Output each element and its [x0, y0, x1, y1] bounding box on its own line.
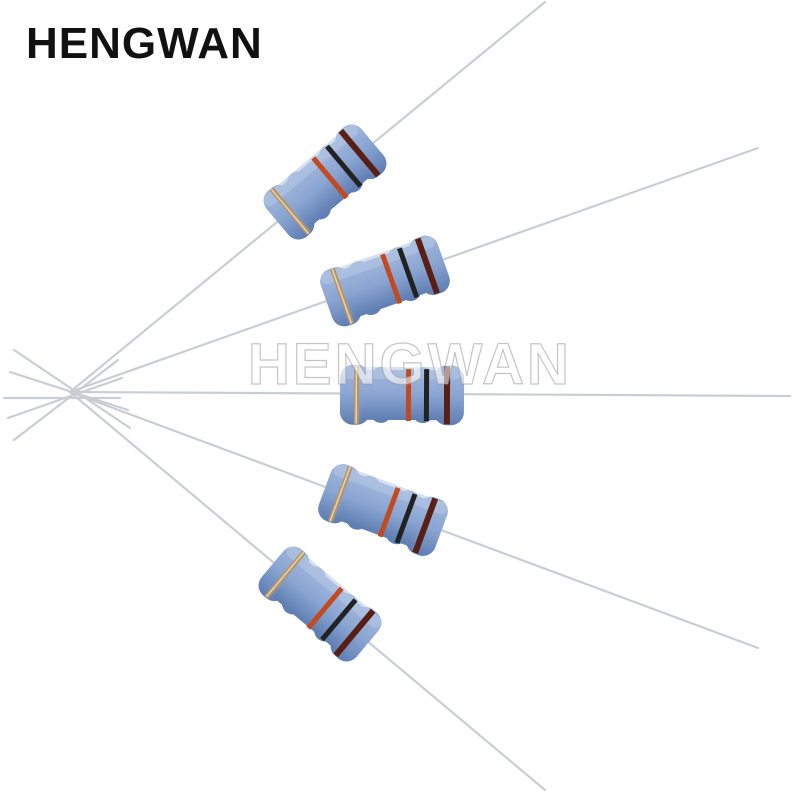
brand-logo: HENGWAN: [26, 19, 263, 68]
resistor-4: [314, 460, 452, 560]
resistor-5: [253, 541, 387, 667]
resistor-1: [258, 119, 392, 245]
resistor-2: [316, 232, 454, 330]
brand-watermark: HENGWAN: [247, 332, 572, 397]
